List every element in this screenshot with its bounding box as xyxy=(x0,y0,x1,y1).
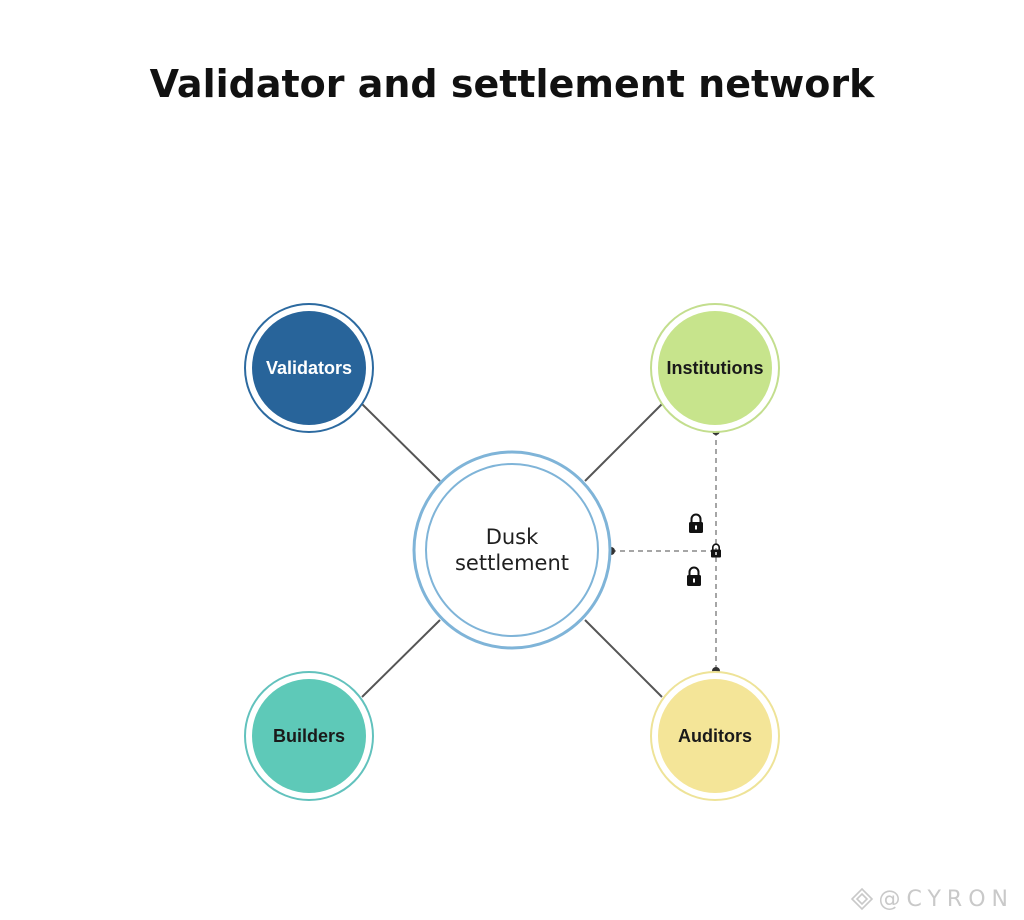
lock-icon xyxy=(687,566,701,586)
diamond-logo-icon xyxy=(850,887,873,911)
node-builders: Builders xyxy=(244,671,374,801)
node-label-auditors: Auditors xyxy=(678,726,752,746)
connector-builders xyxy=(361,619,441,698)
connector-auditors xyxy=(584,619,663,698)
connector-institutions xyxy=(584,403,663,482)
center-label-line2: settlement xyxy=(455,551,569,575)
lock-icon xyxy=(689,513,703,533)
node-label-builders: Builders xyxy=(273,726,345,746)
node-validators: Validators xyxy=(244,303,374,433)
center-node-dusk-settlement: Dusk settlement xyxy=(412,450,612,650)
watermark: @CYRON xyxy=(849,886,1014,912)
center-label-line1: Dusk xyxy=(486,525,539,549)
node-label-institutions: Institutions xyxy=(667,358,764,378)
diagram-title: Validator and settlement network xyxy=(149,62,875,106)
node-auditors: Auditors xyxy=(650,671,780,801)
node-institutions: Institutions xyxy=(650,303,780,433)
watermark-text: @CYRON xyxy=(878,886,1014,912)
node-label-validators: Validators xyxy=(266,358,352,378)
connector-validators xyxy=(361,403,441,482)
lock-icon xyxy=(711,543,721,558)
